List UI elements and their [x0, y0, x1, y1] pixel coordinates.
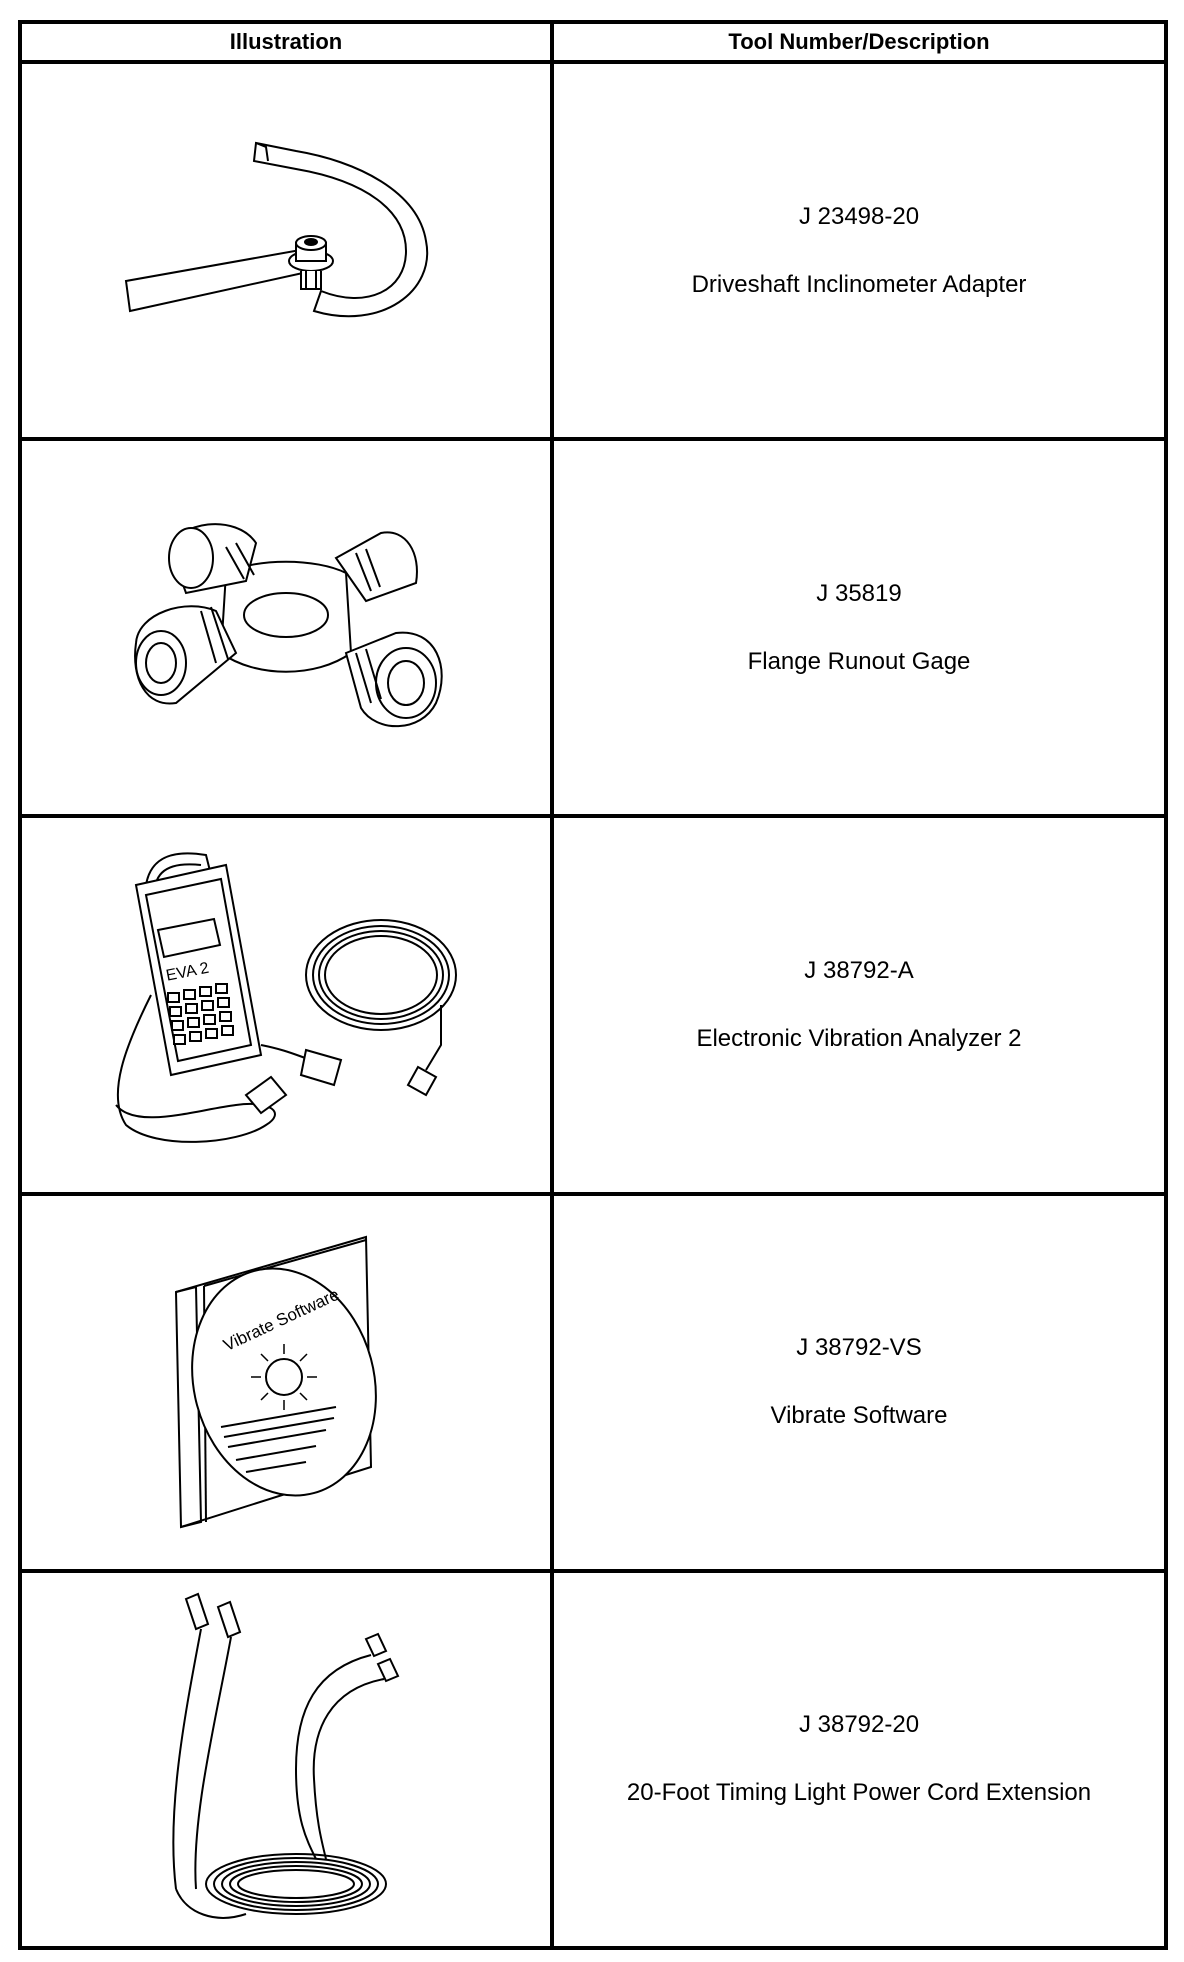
tool-number: J 35819: [816, 579, 902, 607]
tool-description: Electronic Vibration Analyzer 2: [696, 1024, 1022, 1052]
header-illustration: Illustration: [18, 20, 554, 64]
table-row: EVA 2: [18, 814, 1168, 1196]
description-cell: J 23498-20 Driveshaft Inclinometer Adapt…: [550, 59, 1168, 442]
illustration-cell: EVA 2: [18, 814, 554, 1196]
tool-description: Flange Runout Gage: [747, 647, 971, 675]
illustration-cell: Vibrate Software: [18, 1191, 554, 1573]
table-row: Vibrate Software J 38792-VS Vibrate Soft…: [18, 1191, 1168, 1573]
tools-table: Illustration Tool Number/Description: [18, 20, 1168, 1951]
tool-description: Driveshaft Inclinometer Adapter: [691, 270, 1027, 298]
illustration-cell: [18, 1568, 554, 1951]
tool-description: 20-Foot Timing Light Power Cord Extensio…: [626, 1779, 1092, 1807]
table-row: J 38792-20 20-Foot Timing Light Power Co…: [18, 1568, 1168, 1951]
description-cell: J 38792-20 20-Foot Timing Light Power Co…: [550, 1568, 1168, 1951]
table-row: J 23498-20 Driveshaft Inclinometer Adapt…: [18, 59, 1168, 442]
inclinometer-adapter-icon: [106, 121, 466, 381]
table-row: J 35819 Flange Runout Gage: [18, 437, 1168, 819]
description-cell: J 38792-VS Vibrate Software: [550, 1191, 1168, 1573]
tool-description: Vibrate Software: [770, 1402, 948, 1430]
description-cell: J 35819 Flange Runout Gage: [550, 437, 1168, 819]
description-cell: J 38792-A Electronic Vibration Analyzer …: [550, 814, 1168, 1196]
power-cord-extension-icon: [146, 1589, 426, 1929]
software-cd-icon: Vibrate Software: [166, 1232, 406, 1532]
tool-number: J 38792-A: [804, 956, 914, 984]
header-row: Illustration Tool Number/Description: [18, 20, 1168, 64]
vibration-analyzer-icon: EVA 2: [96, 845, 476, 1165]
universal-joint-icon: [116, 503, 456, 753]
tool-number: J 38792-VS: [796, 1334, 922, 1362]
tool-number: J 23498-20: [798, 202, 920, 230]
header-tool-description: Tool Number/Description: [550, 20, 1168, 64]
illustration-cell: [18, 59, 554, 442]
illustration-cell: [18, 437, 554, 819]
tool-number: J 38792-20: [798, 1711, 920, 1739]
